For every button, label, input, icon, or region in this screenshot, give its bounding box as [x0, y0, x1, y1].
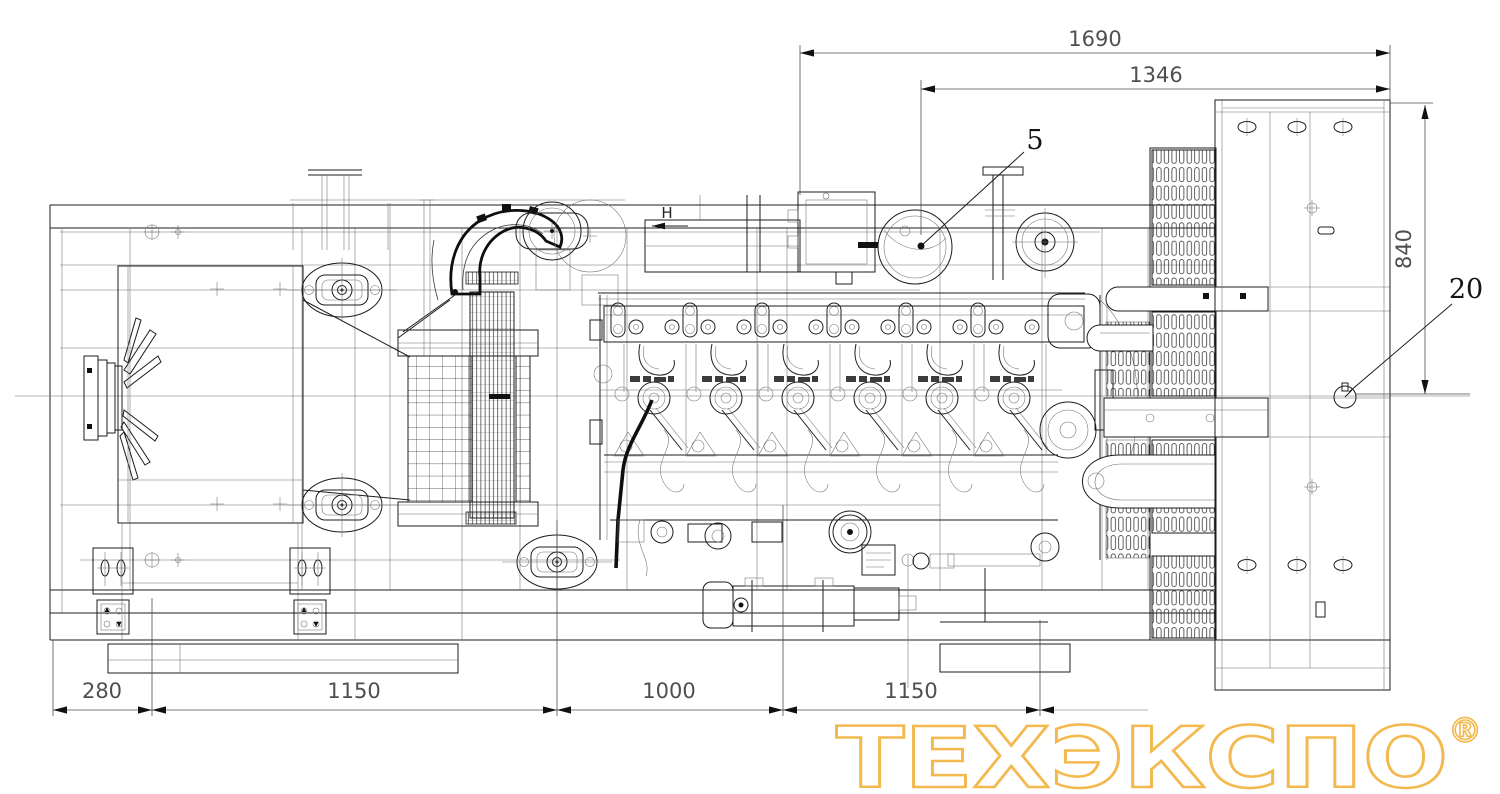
radiator-core-grid [407, 355, 473, 503]
callout-label-20: 20 [1449, 274, 1483, 305]
exhaust-stack [982, 166, 1078, 280]
callout-5: 5 [917, 125, 1044, 250]
callout-label-5: 5 [1026, 125, 1043, 156]
direction-label-h: H [652, 204, 688, 230]
dim-label-1150-right: 1150 [884, 679, 937, 703]
radiator [117, 199, 539, 640]
callout-20: 20 [1348, 274, 1483, 393]
turbocharger [877, 209, 953, 285]
label-h: H [661, 204, 672, 222]
starter-motor [702, 577, 917, 632]
outrigger-bracket [92, 547, 134, 635]
intake-plenum [644, 195, 801, 273]
dim-label-1000: 1000 [642, 679, 695, 703]
dimension-top-overall: 1690 [799, 27, 1391, 195]
dim-label-top-overall: 1690 [1068, 27, 1121, 51]
watermark-registered-icon: ® [1448, 711, 1482, 751]
base-frame [15, 169, 1470, 674]
dim-label-top-inner: 1346 [1129, 63, 1182, 87]
mounting-pad-marks [144, 224, 287, 568]
dim-label-280: 280 [82, 679, 122, 703]
filter-canister [515, 199, 627, 306]
cooling-fan [83, 317, 162, 481]
outlet-ducts [1082, 286, 1269, 509]
cylinder-modules [610, 302, 1049, 493]
engine [589, 292, 1101, 577]
exhaust-elbow [1082, 454, 1216, 509]
engine-lower-accessories [617, 510, 955, 577]
outrigger-bracket [289, 547, 331, 635]
watermark: ТЕХЭКСПО ® [835, 708, 1483, 794]
dim-label-right-height: 840 [1392, 229, 1416, 269]
dimension-top-inner: 1346 [920, 63, 1390, 235]
item-20-target [1333, 385, 1357, 409]
harness-cable [614, 399, 654, 569]
watermark-text: ТЕХЭКСПО [836, 709, 1448, 794]
control-box [787, 191, 878, 285]
panel-bolt-slots [1237, 118, 1353, 574]
radiator-fin-column [469, 291, 515, 519]
end-panel [1214, 99, 1391, 691]
dimension-right-height: 840 [1356, 102, 1470, 395]
dimension-bottom-chain: 280 1150 1000 1150 [52, 505, 1148, 716]
louver-grille [1105, 147, 1217, 641]
dim-label-1150-left: 1150 [327, 679, 380, 703]
